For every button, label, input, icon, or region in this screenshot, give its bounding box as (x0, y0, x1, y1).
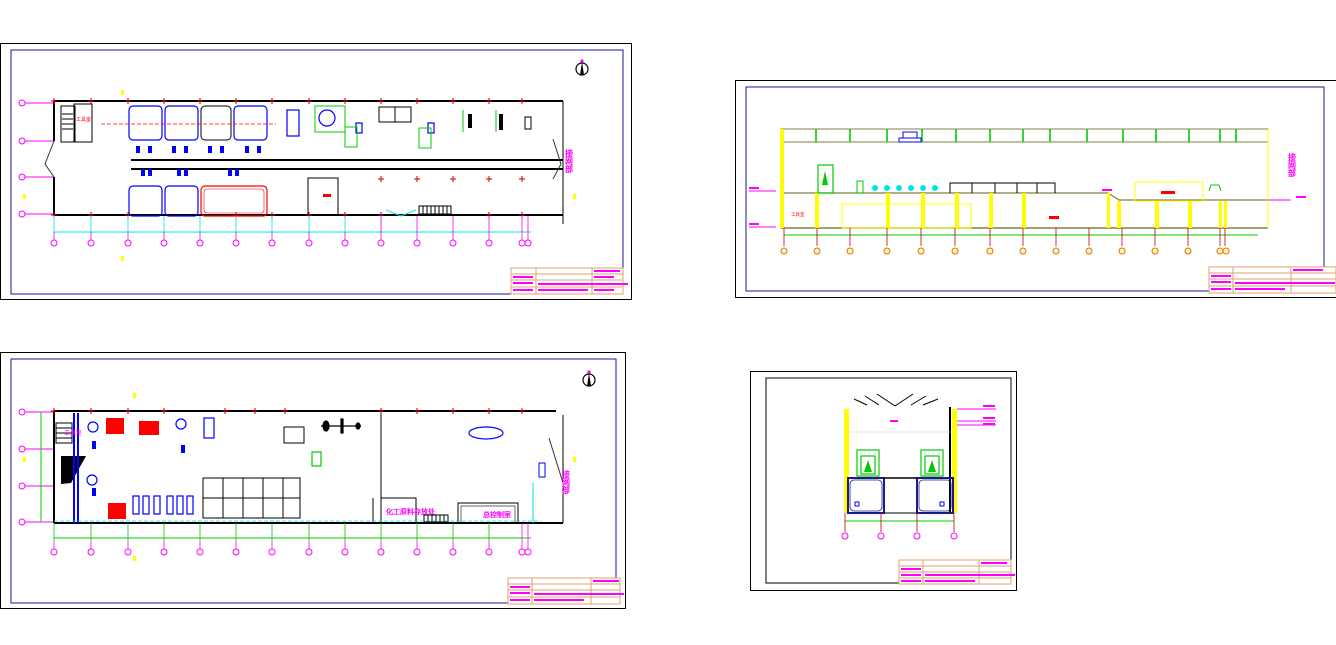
floor-plan-2-drawing: 工具室 (10, 358, 624, 605)
section-axis-bubbles (780, 247, 1230, 255)
column-axis-bubbles (50, 548, 532, 556)
tool-room-label: 工具室 (64, 429, 82, 437)
north-arrow-icon (582, 370, 596, 387)
tool-room-label: 工具室 (76, 116, 91, 123)
cross-axis-bubbles (841, 532, 958, 540)
title-block (507, 577, 624, 605)
control-room-label: 总控制室 (483, 510, 511, 519)
column-axis-bubbles (50, 239, 532, 247)
crane-icon (898, 131, 922, 143)
sheet-longitudinal-section: 工具室 接网部 (735, 80, 1336, 298)
longitudinal-section-drawing: 工具室 接网部 (745, 86, 1336, 294)
title-block (1208, 266, 1336, 294)
north-arrow-icon (575, 59, 589, 76)
connection-label: 接网部 (565, 148, 574, 174)
sheet-cross-section (750, 371, 1017, 591)
boiler-icon (106, 418, 159, 519)
connection-label: 接网部 (1288, 152, 1297, 178)
tool-room-label: 工具室 (791, 211, 805, 218)
sheet-floor-plan-2: 工具室 (0, 352, 626, 609)
connection-label: 接网部 (562, 469, 571, 495)
floor-plan-1-drawing: 工具室 (10, 49, 628, 295)
cross-section-drawing (765, 377, 1015, 585)
title-block (898, 559, 1015, 585)
equipment-icon (856, 449, 944, 477)
chemical-storage-label: 化工原料存放处 (386, 507, 436, 516)
title-block (510, 267, 628, 295)
sheet-floor-plan-1: 工具室 (0, 43, 632, 300)
